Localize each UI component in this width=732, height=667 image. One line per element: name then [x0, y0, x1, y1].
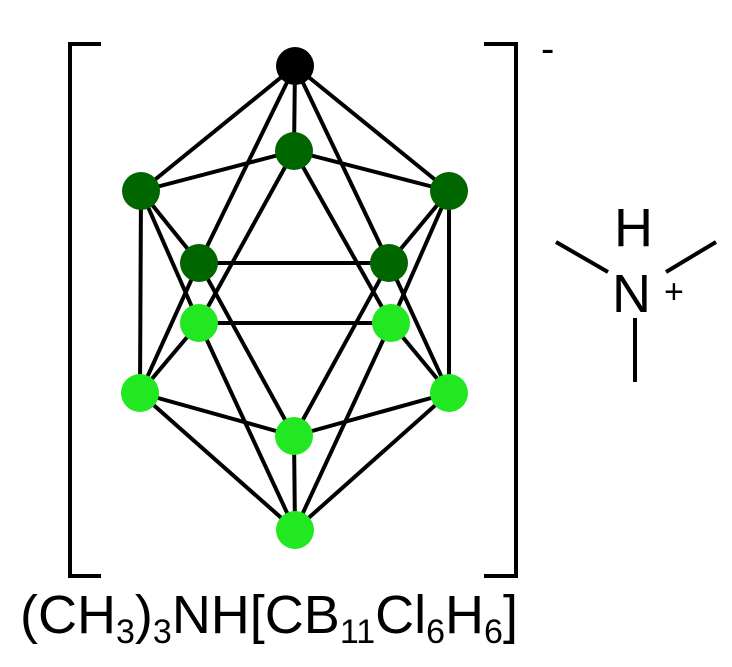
- bond-b3-b7: [139, 190, 201, 324]
- bond-b12-b7: [197, 322, 297, 531]
- bond-b6-b11: [292, 262, 391, 437]
- bond-b10-b11: [293, 391, 450, 438]
- boron-atom-b10: [430, 374, 468, 412]
- formula-part: ): [134, 585, 153, 645]
- bond-b2-b3: [140, 149, 295, 193]
- boron-atom-b7: [180, 304, 218, 342]
- bond-b5-b9: [138, 262, 201, 394]
- formula-part: Cl: [375, 585, 427, 645]
- bond-b3-b9: [138, 190, 143, 394]
- cation-n-label: N: [612, 264, 651, 324]
- bond-b12-b9: [138, 391, 297, 532]
- atoms-group: [121, 47, 468, 549]
- formula-subscript: 11: [339, 613, 376, 651]
- cation-methyl-bond-left: [555, 240, 609, 274]
- bond-b2-b8: [292, 150, 393, 324]
- formula-subscript: 3: [152, 613, 172, 651]
- boron-atom-b12: [276, 511, 314, 549]
- boron-atom-b5: [180, 244, 218, 282]
- bond-b12-b10: [293, 391, 451, 532]
- bond-b6-b10: [387, 262, 451, 394]
- boron-atom-b4: [430, 172, 468, 210]
- bond-c1-b4: [293, 64, 451, 193]
- boron-atom-b6: [370, 244, 408, 282]
- boron-atom-b2: [275, 132, 313, 170]
- formula-subscript: 6: [484, 613, 503, 651]
- left-bracket: [68, 42, 101, 578]
- boron-atom-b9: [121, 374, 159, 412]
- formula-subscript: 6: [426, 613, 446, 651]
- bond-b4-b8: [389, 190, 451, 324]
- boron-atom-b3: [122, 172, 160, 210]
- carbon-atom-c1: [276, 47, 314, 85]
- chemical-formula: (CH3)3NH[CB11Cl6H6]: [20, 585, 518, 649]
- formula-part: H: [445, 585, 485, 645]
- formula-subscript: 3: [115, 613, 135, 651]
- formula-part: NH[CB: [171, 585, 340, 645]
- boron-atom-b8: [372, 304, 410, 342]
- bond-b12-b8: [293, 322, 393, 531]
- cation-methyl-bond-right: [664, 240, 718, 274]
- bond-b4-b2: [293, 149, 450, 193]
- cluster-charge: -: [541, 27, 554, 71]
- right-bracket: [484, 42, 518, 578]
- bond-b11-b9: [139, 391, 295, 438]
- bond-c1-b3: [139, 64, 297, 193]
- formula-part: (CH: [20, 585, 116, 645]
- bonds-group: [138, 64, 451, 532]
- bond-b5-b11: [197, 262, 296, 437]
- formula-part: ]: [502, 585, 518, 645]
- cation-h-label: H: [614, 198, 653, 258]
- boron-atom-b11: [275, 417, 313, 455]
- cation-charge: +: [664, 273, 684, 311]
